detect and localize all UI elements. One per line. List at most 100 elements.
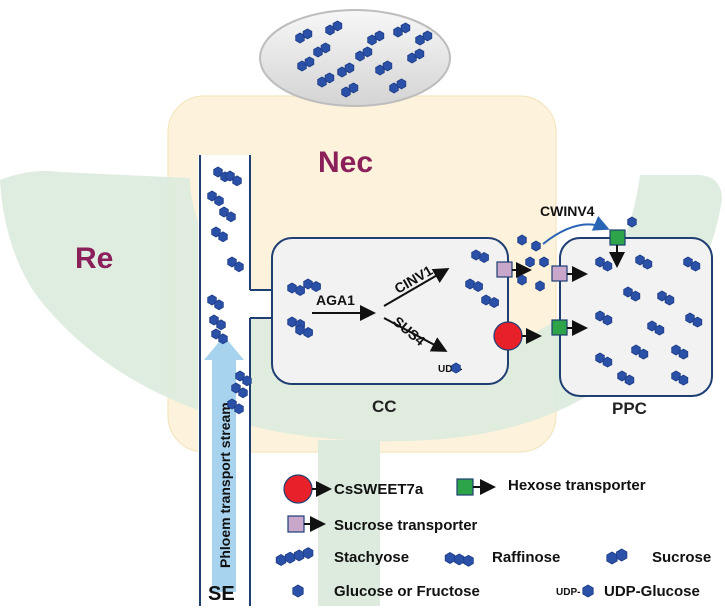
raffinose-molecule (287, 316, 297, 328)
sucrose-molecule (602, 260, 613, 272)
sucrose-molecule (678, 374, 689, 386)
re-label: Re (75, 242, 113, 275)
stachyose-molecule (231, 382, 241, 394)
udp-glucose-molecule (451, 362, 461, 374)
ppc-sugar-group (595, 254, 703, 386)
sucrose-molecule (595, 256, 605, 268)
sucrose-molecule (348, 82, 359, 94)
stachyose-molecule (227, 398, 237, 410)
sucrose-molecule (324, 72, 335, 84)
sucrose-molecule (304, 56, 315, 68)
stachyose-molecule (207, 294, 217, 306)
stachyose-molecule (293, 549, 305, 562)
stachyose-molecule (219, 206, 229, 218)
sucrose-molecule (362, 46, 373, 58)
cc-sugar-group (287, 249, 499, 374)
legend-sucrose-transporter-label: Sucrose transporter (334, 517, 478, 534)
legend-hexose-symbol (456, 478, 474, 496)
raffinose-molecule (471, 249, 481, 261)
legend: CsSWEET7a Hexose transporter Sucrose tra… (275, 474, 711, 600)
stachyose-molecule (209, 314, 219, 326)
stachyose-molecule (284, 551, 296, 564)
glucose-molecule (627, 216, 637, 228)
raffinose-molecule (303, 278, 313, 290)
raffinose-molecule (479, 252, 489, 263)
legend-stachyose-icon (275, 547, 314, 566)
stachyose-molecule (207, 190, 217, 202)
stachyose-molecule (232, 175, 242, 187)
hexose-transporter-ppc-top (609, 229, 626, 246)
legend-glucose-label: Glucose or Fructose (334, 583, 480, 600)
stachyose-molecule (227, 256, 237, 268)
sucrose-molecule (692, 316, 703, 328)
se-walls (199, 155, 251, 606)
se-sugar-group (207, 166, 252, 415)
legend-cssweet7a-label: CsSWEET7a (334, 481, 424, 498)
sucrose-molecule (595, 352, 605, 364)
legend-hexose-label: Hexose transporter (508, 477, 646, 494)
sucrose-molecule (635, 254, 645, 266)
ppc-label: PPC (612, 399, 647, 418)
raffinose-molecule (444, 552, 456, 564)
stachyose-molecule (211, 328, 221, 340)
glucose-molecule (292, 584, 304, 598)
sucrose-transporter-cc (496, 261, 513, 278)
stachyose-molecule (302, 547, 314, 560)
sucrose-molecule (631, 344, 641, 356)
sucrose-transporter-ppc (551, 265, 568, 282)
hexose-transporter-ppc (551, 319, 568, 336)
legend-stachyose-label: Stachyose (334, 549, 409, 566)
stachyose-molecule (218, 231, 228, 243)
sucrose-molecule (642, 258, 653, 270)
legend-sucrose-icon (606, 548, 628, 565)
stachyose-molecule (226, 211, 236, 223)
sucrose-molecule (302, 28, 313, 40)
sucrose-molecule (344, 62, 355, 74)
sucrose-molecule (624, 374, 635, 386)
legend-raffinose-icon (444, 552, 474, 567)
sucrose-molecule (671, 344, 681, 356)
legend-raffinose-label: Raffinose (492, 549, 560, 566)
sucrose-molecule (374, 30, 385, 42)
sucrose-molecule (539, 256, 549, 268)
raffinose-molecule (295, 285, 305, 296)
sucrose-molecule (657, 290, 667, 302)
stachyose-molecule (213, 166, 223, 178)
sucrose-molecule (414, 48, 425, 60)
sucrose-molecule (664, 294, 675, 306)
raffinose-molecule (303, 327, 313, 338)
stachyose-molecule (214, 195, 224, 207)
stachyose-molecule (218, 333, 228, 345)
raffinose-molecule (454, 553, 465, 566)
legend-sucrose-label: Sucrose (652, 549, 711, 566)
legend-sucrose-transporter-symbol (287, 515, 305, 533)
sucrose-molecule (671, 370, 681, 382)
stachyose-molecule (275, 554, 287, 566)
sucrose-molecule (396, 78, 407, 90)
cinv1-arrow (383, 267, 450, 307)
sucrose-molecule (602, 314, 613, 326)
cwinv4-label: CWINV4 (540, 203, 595, 219)
cssweet7a-cc (493, 321, 523, 351)
apoplast-sugar-group (517, 216, 637, 292)
sucrose-molecule (623, 286, 633, 298)
sucrose-molecule (517, 274, 527, 286)
sucrose-molecule (654, 324, 665, 336)
sucrose-molecule (595, 310, 605, 322)
sucrose-molecule (683, 256, 693, 268)
raffinose-molecule (295, 324, 305, 336)
udp-glucose-molecule (582, 584, 594, 598)
stachyose-molecule (214, 299, 224, 311)
aga1-label: AGA1 (316, 292, 355, 308)
raffinose-molecule (473, 281, 483, 292)
sucrose-molecule (535, 280, 545, 292)
sucrose-molecule (422, 30, 433, 42)
sucrose-molecule (525, 256, 535, 268)
sucrose-molecule (678, 348, 689, 360)
udp-label-cc: UDP- (438, 364, 462, 375)
sucrose-molecule (617, 370, 627, 382)
legend-udp-glucose-label: UDP-Glucose (604, 583, 700, 600)
sucrose-molecule (531, 240, 541, 252)
